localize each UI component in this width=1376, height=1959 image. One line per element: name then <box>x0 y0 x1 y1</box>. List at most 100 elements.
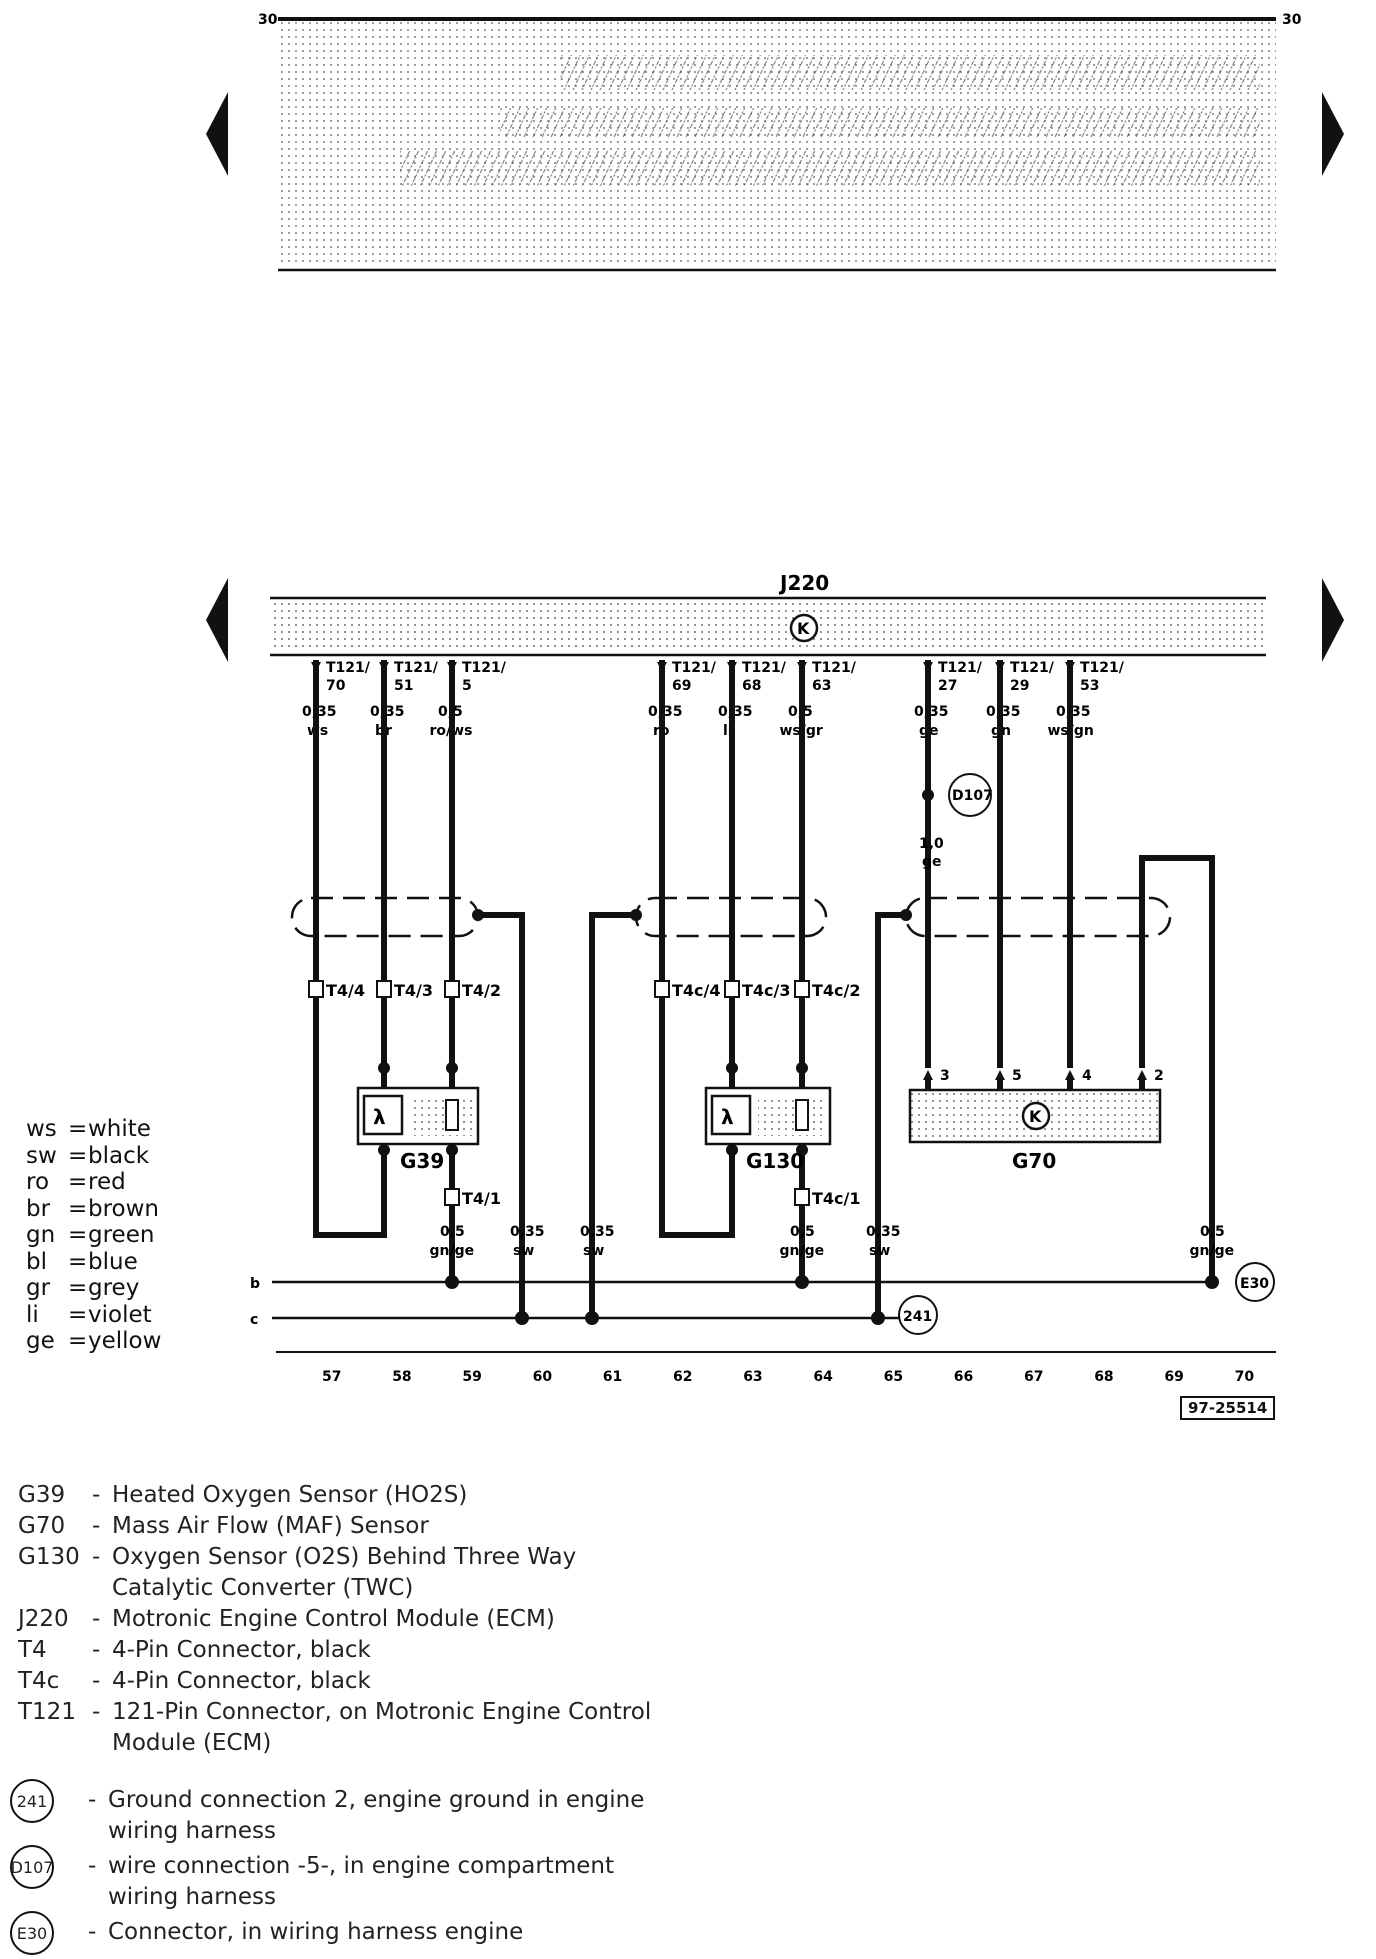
color-abbr: sw <box>26 1142 57 1169</box>
track-number: 60 <box>533 1369 553 1385</box>
pin-arrow <box>447 662 457 672</box>
sensor-g39: λ G39 <box>356 1062 480 1173</box>
lower-wire-size: 0,35 <box>580 1224 615 1240</box>
equals-sign: = <box>68 1248 88 1275</box>
prev-page-arrow-bottom[interactable] <box>206 578 228 662</box>
lower-wire-color: gn/ge <box>780 1243 825 1259</box>
reference-number: 97-25514 <box>1180 1396 1276 1420</box>
connector-label: T4/1 <box>462 1189 501 1208</box>
pin-number: 70 <box>326 678 346 694</box>
next-page-arrow-bottom[interactable] <box>1322 578 1344 662</box>
legend-dash: - <box>92 1482 101 1508</box>
track-number: 62 <box>673 1369 692 1385</box>
legend-dash: - <box>92 1637 101 1663</box>
g70-symbol: K <box>1029 1107 1042 1126</box>
color-abbr: ge <box>26 1328 55 1354</box>
pin-connector: T121/ <box>394 660 439 676</box>
pin-number: 53 <box>1080 678 1099 694</box>
pin-arrow <box>379 662 389 672</box>
equals-sign: = <box>68 1328 88 1354</box>
legend-dash: - <box>88 1919 97 1945</box>
connector-label: T4/4 <box>326 981 365 1000</box>
pin-number: 51 <box>394 678 413 694</box>
connector-icon <box>444 1188 460 1206</box>
wires <box>313 690 1215 1318</box>
module-symbol: K <box>797 619 810 638</box>
connector-icon <box>794 980 810 998</box>
color-name: red <box>88 1169 126 1195</box>
lower-wire-color: sw <box>869 1243 890 1259</box>
track-number: 61 <box>603 1369 622 1385</box>
wire-size: 0,35 <box>302 704 337 720</box>
pin-arrow <box>1065 662 1075 672</box>
lower-wire-size: 0,35 <box>510 1224 545 1240</box>
lower-wire-color: sw <box>513 1243 534 1259</box>
lower-wire-color: gn/ge <box>1190 1243 1235 1259</box>
pin-number: 63 <box>812 678 831 694</box>
e30-label: E30 <box>1240 1276 1269 1292</box>
legend-circle-item: D107-wire connection -5-, in engine comp… <box>10 1845 672 1913</box>
color-abbr: bl <box>26 1248 47 1275</box>
color-key-row: ws=white <box>26 1116 161 1143</box>
wire-color: li <box>723 723 733 739</box>
pin-number: 68 <box>742 678 761 694</box>
g70-pin-number: 4 <box>1082 1068 1092 1084</box>
wire-sw-60 <box>478 912 525 1318</box>
g70-pin-number: 3 <box>940 1068 950 1084</box>
wire-sw-65 <box>875 912 906 1318</box>
lower-wire-size: 0,5 <box>440 1224 465 1240</box>
wire-size: 0,35 <box>1056 704 1091 720</box>
color-key-row: li=violet <box>26 1302 161 1329</box>
legend-circle-desc: Ground connection 2, engine ground in en… <box>108 1787 645 1844</box>
track-number: 63 <box>743 1369 762 1385</box>
prev-page-arrow-top[interactable] <box>206 92 228 176</box>
legend-desc: 121-Pin Connector, on Motronic Engine Co… <box>112 1699 652 1756</box>
module-label: J220 <box>778 571 829 595</box>
bus-label-c: c <box>250 1312 258 1328</box>
g70-pin-number: 5 <box>1012 1068 1022 1084</box>
color-key-row: ro=red <box>26 1169 161 1196</box>
connector-icon <box>794 1188 810 1206</box>
component-label-g39: G39 <box>400 1149 444 1173</box>
track-number: 68 <box>1094 1369 1113 1385</box>
color-abbr: li <box>26 1301 39 1328</box>
ground-241: 241 <box>898 1295 938 1335</box>
legend-item: T4c-4-Pin Connector, black <box>18 1666 672 1697</box>
pin-connector: T121/ <box>742 660 787 676</box>
legend-code: T4 <box>18 1637 47 1663</box>
g70-pin-arrow <box>1137 1070 1147 1080</box>
wire-size: 0,35 <box>648 704 683 720</box>
color-name: white <box>88 1116 151 1142</box>
equals-sign: = <box>68 1116 88 1142</box>
top-strip-label-right: 30 <box>1282 12 1302 28</box>
equals-sign: = <box>68 1142 88 1169</box>
legend-dash: - <box>92 1513 101 1539</box>
wire-ro-69 <box>659 690 735 1238</box>
legend-desc: Oxygen Sensor (O2S) Behind Three Way Cat… <box>112 1544 577 1601</box>
lower-wire-labels: 0,5gn/ge0,35sw0,35sw0,5gn/ge0,35sw0,5gn/… <box>430 1224 1235 1259</box>
color-name: green <box>88 1222 155 1248</box>
connector-label: T4c/3 <box>742 981 791 1000</box>
color-name: yellow <box>88 1328 162 1354</box>
equals-sign: = <box>68 1275 88 1301</box>
top-strip: 30 30 <box>258 12 1302 272</box>
track-number: 70 <box>1235 1369 1255 1385</box>
lower-wire-size: 0,35 <box>866 1224 901 1240</box>
track-number: 59 <box>462 1369 481 1385</box>
legend-circle-code: E30 <box>10 1911 54 1955</box>
pin-connector: T121/ <box>672 660 717 676</box>
legend-desc: Heated Oxygen Sensor (HO2S) <box>112 1482 468 1508</box>
connector-icon <box>654 980 670 998</box>
pin-arrow <box>995 662 1005 672</box>
module-id: J220 <box>778 571 829 595</box>
legend-dash: - <box>88 1853 97 1879</box>
legend-dash: - <box>88 1787 97 1813</box>
legend-desc: Mass Air Flow (MAF) Sensor <box>112 1513 429 1539</box>
legend-circle-code: 241 <box>10 1779 54 1823</box>
next-page-arrow-top[interactable] <box>1322 92 1344 176</box>
connector-icon <box>724 980 740 998</box>
legend-dash: - <box>92 1606 101 1632</box>
pin-arrow <box>657 662 667 672</box>
connector-label: T4/3 <box>394 981 433 1000</box>
